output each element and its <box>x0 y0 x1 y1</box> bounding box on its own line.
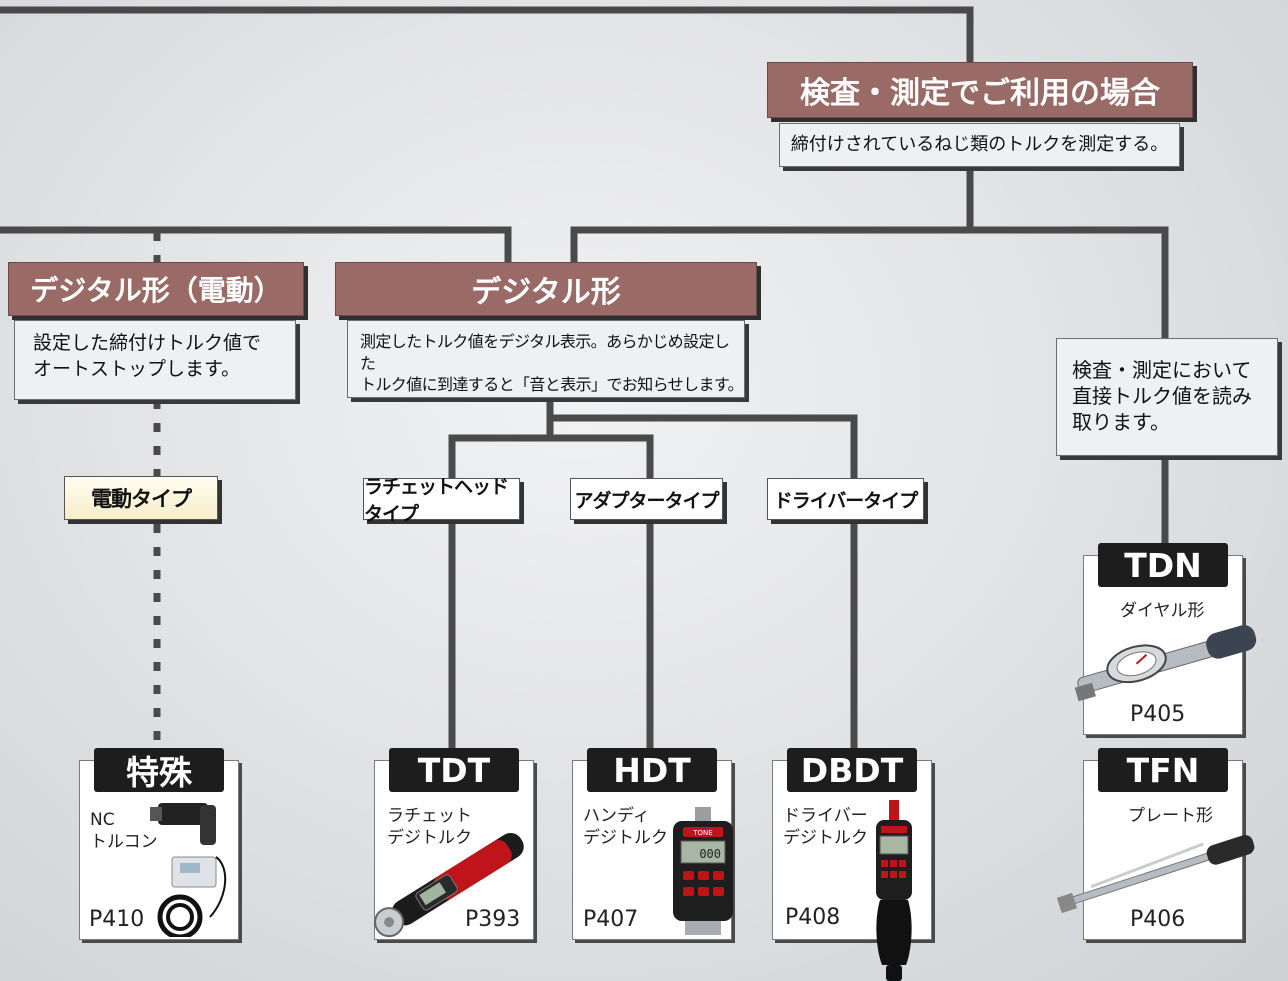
inspection-heading: 検査・測定でご利用の場合 <box>767 62 1193 118</box>
direct-desc-line1: 検査・測定において <box>1072 358 1252 382</box>
adapter-type-label: アダプタータイプ <box>570 478 723 520</box>
plate-torque-wrench-image <box>1056 835 1255 914</box>
ratchet-digital-torque-image <box>374 832 524 938</box>
direct-desc-line2: 直接トルク値を読み <box>1072 384 1252 408</box>
product-code-tfn: TFN <box>1098 748 1228 792</box>
product-name: ラチェット デジトルク <box>387 806 472 849</box>
product-page: P393 <box>465 907 521 932</box>
product-name: プレート形 <box>1128 806 1213 826</box>
driver-digital-torque-image <box>876 800 912 981</box>
product-name: ハンディ デジトルク <box>583 806 668 849</box>
digital-desc-line1: 測定したトルク値をデジタル表示。あらかじめ設定した <box>360 332 730 373</box>
electric-type-label: 電動タイプ <box>64 476 218 520</box>
nc-torcon-image <box>150 803 227 937</box>
product-name: ドライバー デジトルク <box>783 806 868 849</box>
dial-torque-wrench-image <box>1074 625 1257 702</box>
product-code-hdt: HDT <box>587 748 717 792</box>
brand-label: TONE <box>692 829 712 837</box>
direct-read-description: 検査・測定において 直接トルク値を読み 取ります。 <box>1056 338 1278 456</box>
product-code-tdn: TDN <box>1098 543 1228 587</box>
electric-digital-description: 設定した締付けトルク値で オートストップします。 <box>14 320 296 400</box>
product-page: P408 <box>785 905 841 930</box>
digital-heading: デジタル形 <box>335 262 757 316</box>
product-code-tdt: TDT <box>389 748 519 792</box>
digital-desc-line2: トルク値に到達すると「音と表示」でお知らせします。 <box>360 375 744 395</box>
driver-type-label: ドライバータイプ <box>767 478 924 520</box>
product-page: P405 <box>1130 702 1186 727</box>
product-code-special: 特殊 <box>94 748 224 792</box>
product-name: NC トルコン <box>90 810 158 853</box>
electric-desc-line2: オートストップします。 <box>33 357 241 380</box>
product-code-dbdt: DBDT <box>787 748 917 792</box>
digital-description: 測定したトルク値をデジタル表示。あらかじめ設定した トルク値に到達すると「音と表… <box>347 320 745 398</box>
handy-digital-torque-image: TONE 000 <box>673 807 733 935</box>
ratchet-head-type-label: ラチェットヘッドタイプ <box>363 476 520 525</box>
product-page: P406 <box>1130 907 1186 932</box>
direct-desc-line3: 取ります。 <box>1072 410 1170 434</box>
inspection-description: 締付けされているねじ類のトルクを測定する。 <box>779 123 1180 167</box>
display-readout: 000 <box>699 847 721 861</box>
electric-desc-line1: 設定した締付けトルク値で <box>33 332 262 354</box>
product-page: P410 <box>89 907 145 932</box>
product-name: ダイヤル形 <box>1120 601 1205 621</box>
electric-digital-heading: デジタル形（電動） <box>8 262 304 316</box>
product-page: P407 <box>583 907 639 932</box>
